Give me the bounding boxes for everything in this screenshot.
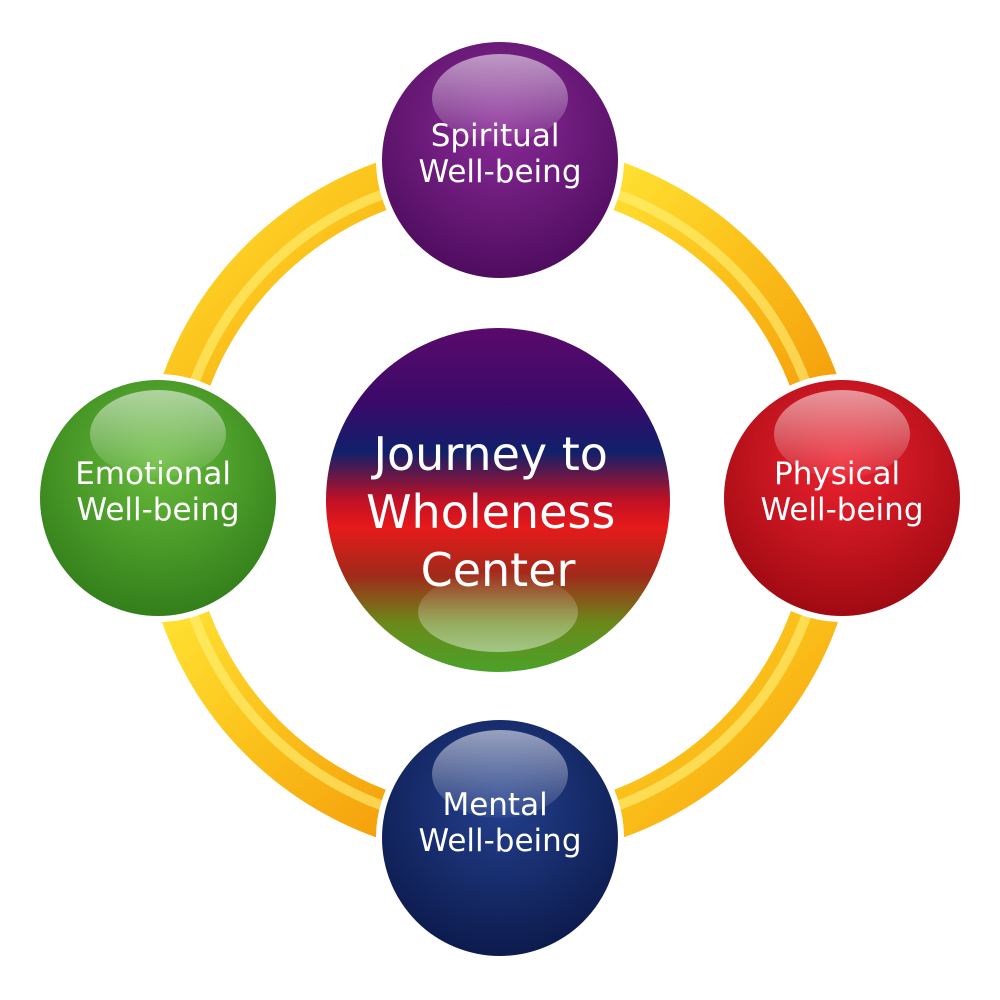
svg-text:Journey to Wholeness: Journey to Wholeness Center <box>366 427 630 597</box>
node-mental: Mental Well-being <box>376 714 624 962</box>
ring-segment-bottom-right <box>592 592 843 843</box>
node-center-circle <box>326 328 670 672</box>
center-line-2: Wholeness <box>366 485 615 539</box>
node-emotional-line-1: Emotional <box>75 456 231 492</box>
node-mental-line-2: Well-being <box>418 823 581 859</box>
node-spiritual-line-2: Well-being <box>418 154 581 190</box>
node-physical-line-1: Physical <box>774 456 900 492</box>
ring-segment-top-right <box>592 157 843 408</box>
svg-text:Physical Well-being: Physical Well-being <box>760 456 923 528</box>
svg-text:Spiritual Well-being: Spiritual Well-being <box>418 118 581 190</box>
svg-text:Mental Well-being: Mental Well-being <box>418 787 581 859</box>
ring-segment-bottom-left <box>157 592 408 843</box>
ring-segment-top-left <box>157 157 408 408</box>
node-physical-line-2: Well-being <box>760 492 923 528</box>
node-center: Journey to Wholeness Center <box>326 328 670 672</box>
center-line-3: Center <box>421 543 576 597</box>
node-physical: Physical Well-being <box>718 374 966 622</box>
node-mental-line-1: Mental <box>442 787 547 823</box>
connector-ring <box>157 157 843 843</box>
node-spiritual-line-1: Spiritual <box>431 118 560 154</box>
svg-text:Emotional Well-being: Emotional Well-being <box>75 456 241 528</box>
center-line-1: Journey to <box>370 427 607 481</box>
node-emotional-line-2: Well-being <box>76 492 239 528</box>
node-spiritual: Spiritual Well-being <box>376 36 624 284</box>
node-emotional: Emotional Well-being <box>34 374 282 622</box>
